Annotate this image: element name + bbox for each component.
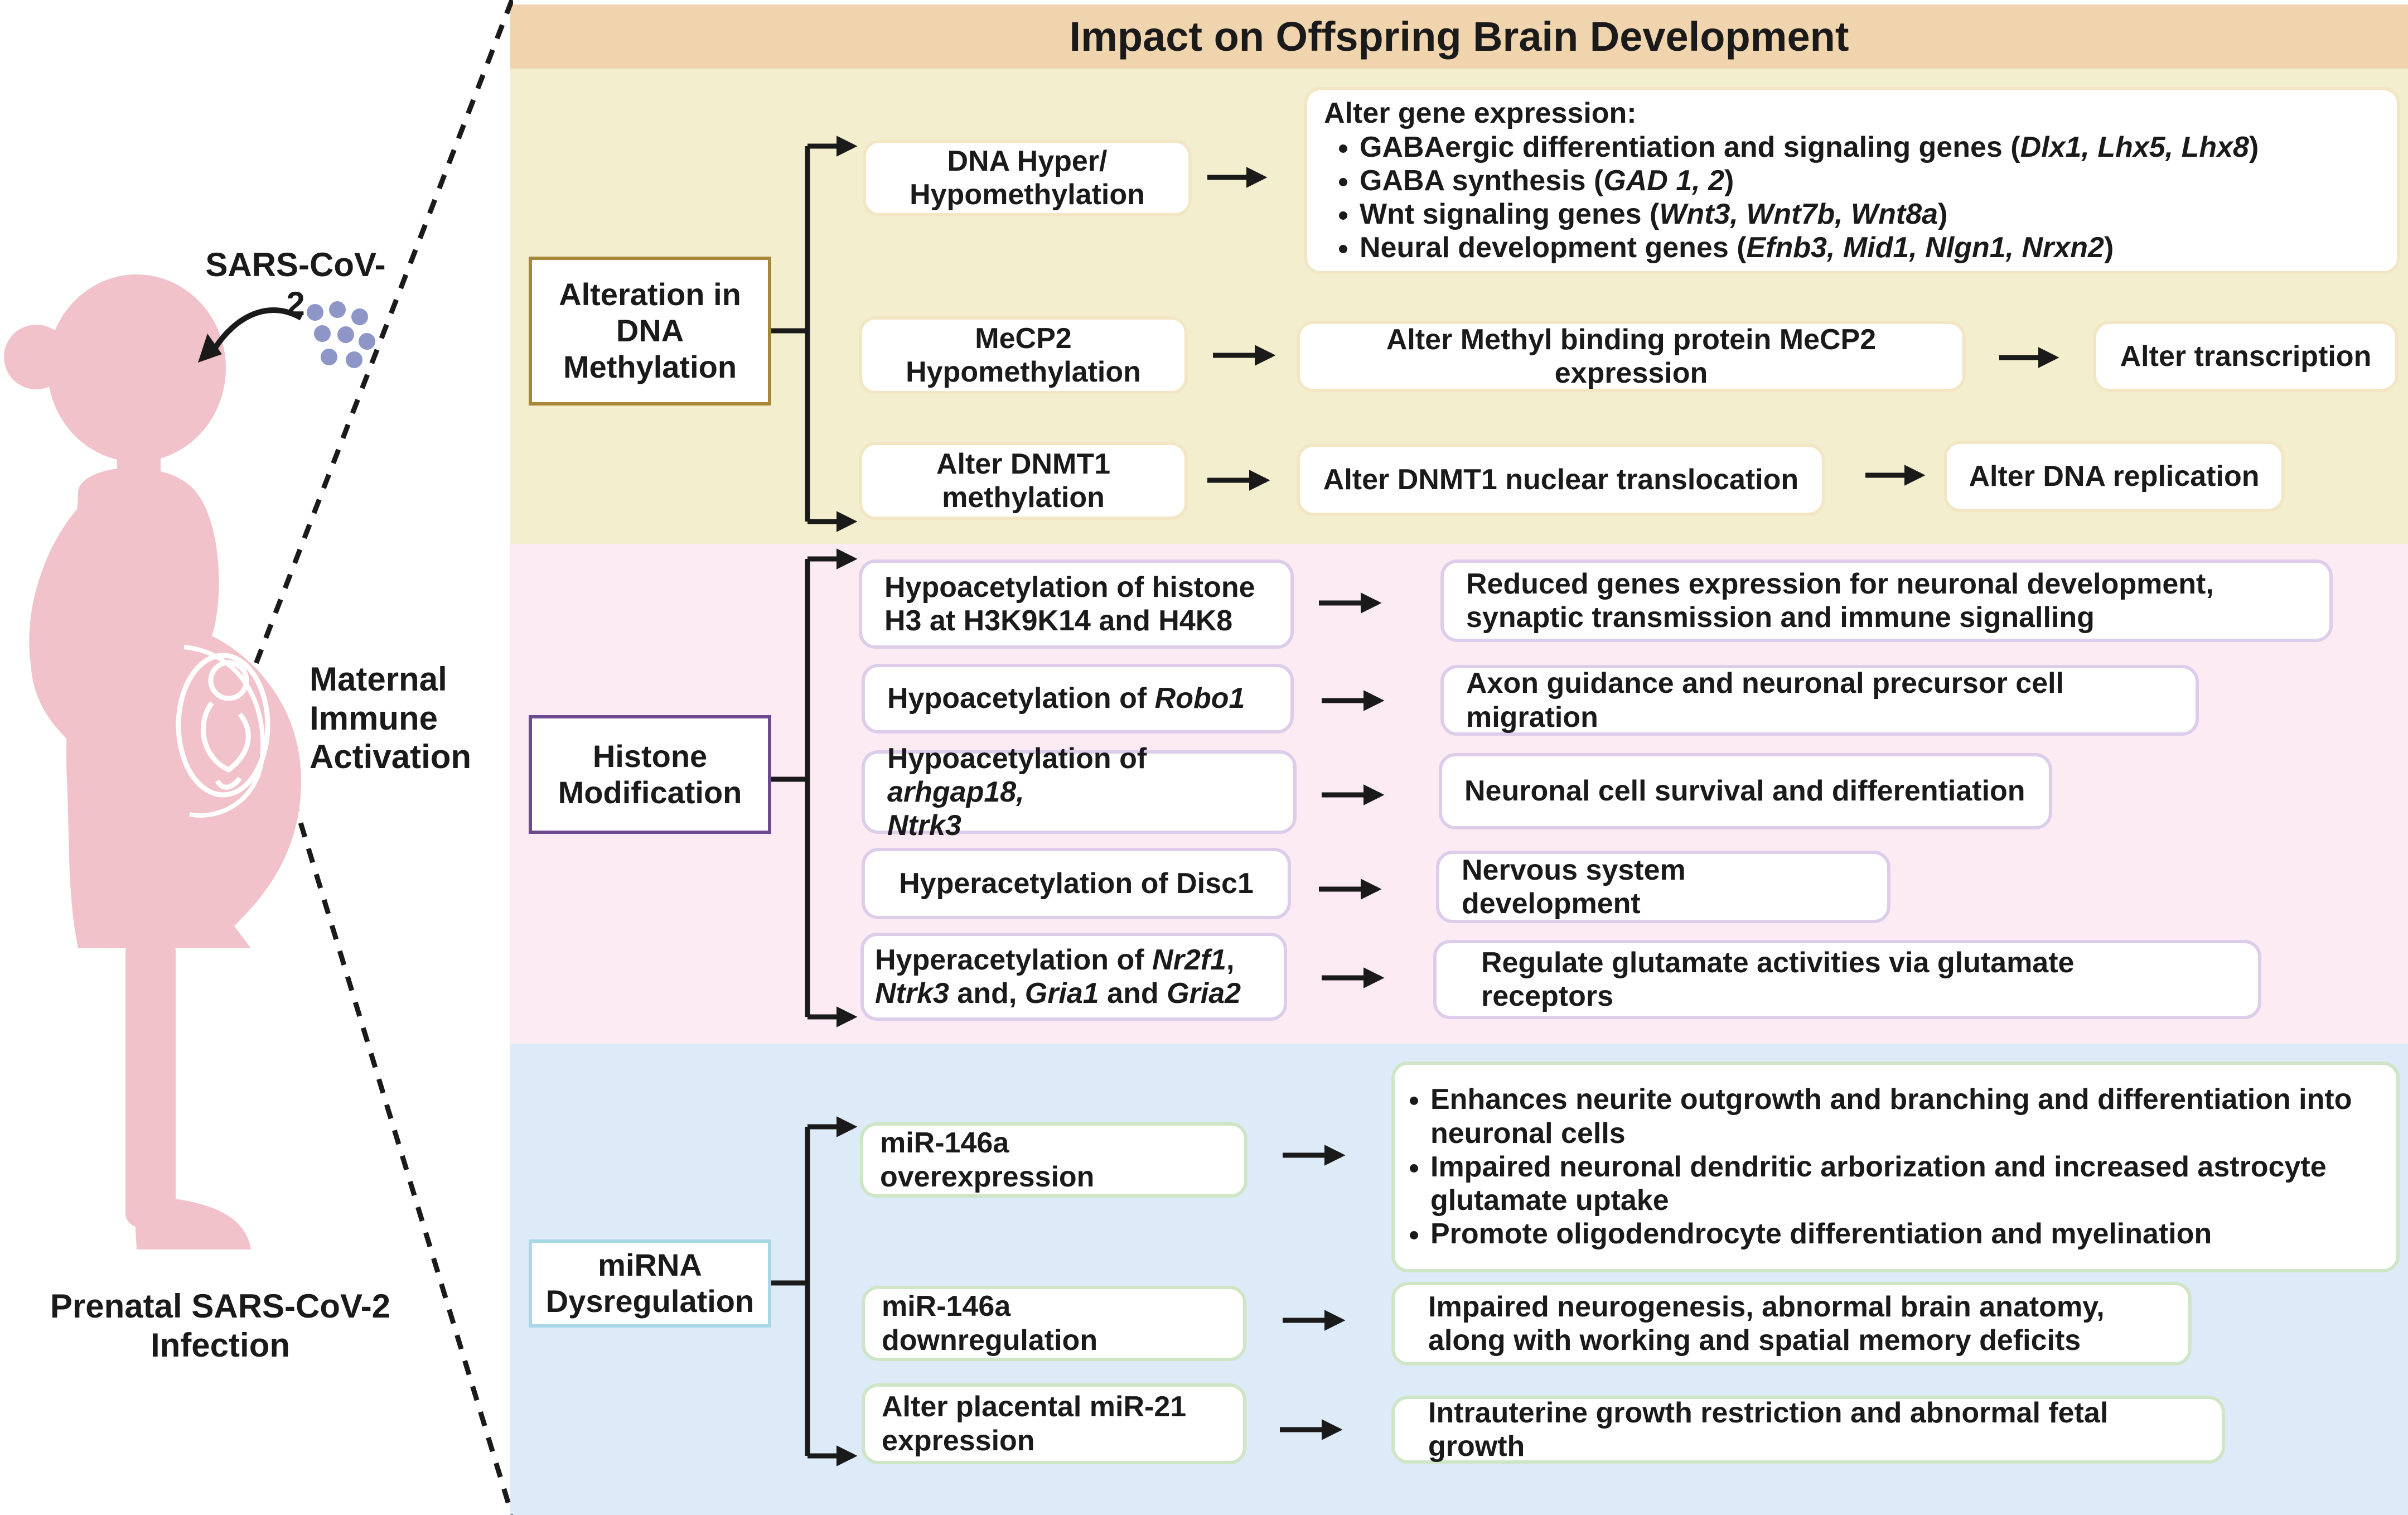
curved-arrow-icon: [212, 307, 303, 350]
curved-arrow-head: [198, 334, 222, 363]
list-item: Promote oligodendrocyte differentiation …: [1430, 1217, 2380, 1251]
figure-caption: Prenatal SARS-CoV-2 Infection: [50, 1287, 391, 1364]
cause-placental-mir21: Alter placental miR-21 expression: [862, 1383, 1246, 1464]
page-title: Impact on Offspring Brain Development: [1069, 13, 1849, 60]
list-item: Enhances neurite outgrowth and branching…: [1430, 1083, 2380, 1150]
effect-axon-guidance: Axon guidance and neuronal precursor cel…: [1440, 665, 2199, 736]
category-dna-methylation: Alteration in DNA Methylation: [529, 257, 771, 406]
effect-gene-expression-title: Alter gene expression:: [1324, 97, 1637, 130]
mir146a-effects-list: Enhances neurite outgrowth and branching…: [1395, 1083, 2380, 1251]
cause-mir146a-downregulation: miR-146a downregulation: [862, 1286, 1246, 1361]
cause-dna-hyper-hypomethylation: DNA Hyper/ Hypomethylation: [863, 139, 1192, 216]
cause-glutamate-gene-hyperacetylation: Hyperacetylation of Nr2f1,Ntrk3 and, Gri…: [860, 933, 1287, 1021]
effect-reduced-gene-expression: Reduced genes expression for neuronal de…: [1440, 559, 2333, 642]
effect-glutamate-regulation: Regulate glutamate activities via glutam…: [1433, 940, 2261, 1019]
cause-arhgap18-ntrk3-hypoacetylation: Hypoacetylation of arhgap18,Ntrk3: [862, 742, 1297, 842]
list-item: GABAergic differentiation and signaling …: [1360, 131, 2259, 164]
list-item: Neural development genes (Efnb3, Mid1, N…: [1360, 231, 2259, 264]
pregnant-woman-icon: [4, 274, 302, 1249]
fetus-icon: [176, 653, 270, 798]
list-item: GABA synthesis (GAD 1, 2): [1360, 164, 2259, 197]
effect-growth-restriction: Intrauterine growth restriction and abno…: [1391, 1396, 2225, 1464]
effect-neuronal-survival: Neuronal cell survival and differentiati…: [1439, 753, 2052, 829]
list-item: Impaired neuronal dendritic arborization…: [1430, 1150, 2380, 1218]
category-mirna-dysregulation: miRNA Dysregulation: [529, 1239, 771, 1328]
header-band: Impact on Offspring Brain Development: [510, 4, 2408, 69]
cause-disc1-hyperacetylation: Hyperacetylation of Disc1: [862, 848, 1291, 919]
cause-robo1-hypoacetylation: Hypoacetylation of Robo1: [862, 664, 1294, 734]
category-histone-modification: Histone Modification: [529, 715, 771, 834]
cause-mir146a-overexpression: miR-146a overexpression: [860, 1122, 1247, 1198]
illustration: [4, 0, 513, 1515]
effect-dnmt1-translocation: Alter DNMT1 nuclear translocation: [1297, 443, 1825, 516]
effect-nervous-system-development: Nervous system development: [1436, 851, 1890, 923]
effect-gene-expression: Alter gene expression: GABAergic differe…: [1304, 87, 2400, 274]
effect-mecp2-expression: Alter Methyl binding protein MeCP2 expre…: [1297, 321, 1966, 392]
effect-mir146a-overexpression: Enhances neurite outgrowth and branching…: [1391, 1062, 2400, 1272]
cause-dnmt1-methylation: Alter DNMT1 methylation: [859, 442, 1188, 520]
effect-dna-replication: Alter DNA replication: [1943, 441, 2285, 512]
cause-histone-hypoacetylation: Hypoacetylation of histone H3 at H3K9K14…: [859, 559, 1294, 649]
effect-alter-transcription: Alter transcription: [2093, 321, 2399, 392]
gene-expression-list: GABAergic differentiation and signaling …: [1324, 131, 2259, 265]
virus-label: SARS-CoV-2: [205, 246, 386, 322]
list-item: Wnt signaling genes (Wnt3, Wnt7b, Wnt8a): [1360, 197, 2259, 231]
cause-mecp2-hypomethylation: MeCP2 Hypomethylation: [859, 316, 1188, 394]
maternal-immune-activation-label: Maternal Immune Activation: [310, 660, 472, 776]
virus-particles-icon: [307, 301, 375, 368]
flow-arrows: [1207, 167, 2059, 1440]
diagonal-divider-top: [251, 0, 513, 670]
effect-impaired-neurogenesis: Impaired neurogenesis, abnormal brain an…: [1391, 1282, 2192, 1366]
